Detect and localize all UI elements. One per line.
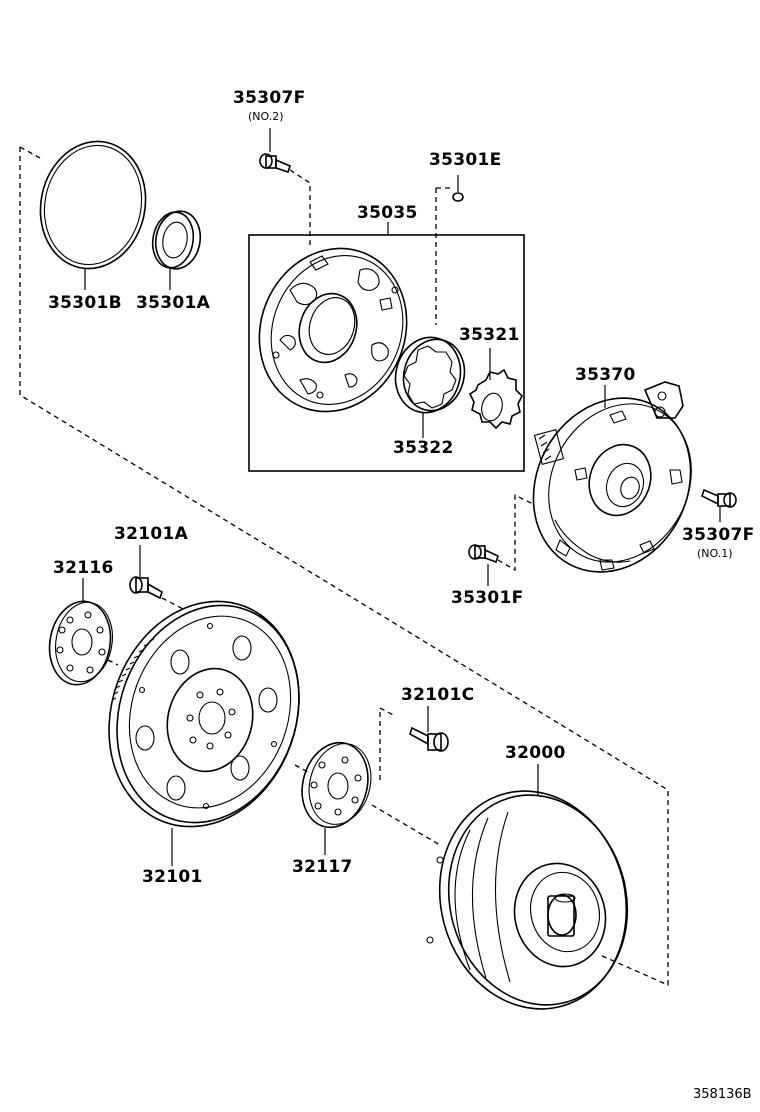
label-32000: 32000 bbox=[505, 743, 566, 763]
dash-32117 bbox=[371, 804, 441, 846]
dash-35301F bbox=[497, 493, 536, 572]
bolt-35307F-no1 bbox=[701, 488, 737, 508]
spacer-plate-32116 bbox=[48, 600, 113, 686]
dash-32116 bbox=[107, 659, 119, 666]
label-32101A: 32101A bbox=[114, 524, 189, 544]
bolt-32101A bbox=[129, 576, 163, 600]
label-35301F: 35301F bbox=[451, 588, 524, 608]
pin-35301E bbox=[452, 192, 464, 202]
label-35035: 35035 bbox=[357, 203, 418, 223]
pump-stator-35370 bbox=[532, 381, 692, 573]
label-35307F-top-sub: (NO.2) bbox=[248, 110, 284, 123]
dash-32101C bbox=[379, 706, 396, 780]
label-35307F-right-sub: (NO.1) bbox=[697, 547, 733, 560]
label-35321: 35321 bbox=[459, 325, 520, 345]
torque-converter-32000 bbox=[426, 790, 629, 1010]
spacer-32117 bbox=[301, 741, 372, 829]
drive-gear-35321 bbox=[468, 368, 523, 430]
dash-32101A bbox=[161, 597, 186, 611]
box-35035 bbox=[248, 234, 525, 472]
assembly-dashed-top bbox=[19, 146, 41, 159]
label-32117: 32117 bbox=[292, 857, 353, 877]
driven-gear-35322 bbox=[394, 336, 466, 414]
dash-35307F-top bbox=[289, 169, 311, 245]
bolt-35301F bbox=[468, 544, 499, 564]
label-35301B: 35301B bbox=[48, 293, 122, 313]
label-35301A: 35301A bbox=[136, 293, 211, 313]
o-ring-35301B bbox=[39, 140, 147, 270]
pump-body-plate bbox=[258, 247, 408, 413]
label-35322: 35322 bbox=[393, 438, 454, 458]
bolt-35307F-no2 bbox=[259, 153, 291, 174]
label-35370: 35370 bbox=[575, 365, 636, 385]
drive-plate-32101 bbox=[108, 600, 300, 828]
oil-seal-35301A bbox=[151, 210, 202, 270]
diagram-reference-code: 358136B bbox=[693, 1087, 752, 1102]
label-32116: 32116 bbox=[53, 558, 114, 578]
label-35307F-right: 35307F bbox=[682, 525, 755, 545]
label-35301E: 35301E bbox=[429, 150, 502, 170]
label-35307F-top: 35307F bbox=[233, 88, 306, 108]
label-32101C: 32101C bbox=[401, 685, 475, 705]
label-32101: 32101 bbox=[142, 867, 203, 887]
assembly-dashed-outline bbox=[19, 147, 669, 986]
bolt-32101C bbox=[409, 726, 449, 752]
